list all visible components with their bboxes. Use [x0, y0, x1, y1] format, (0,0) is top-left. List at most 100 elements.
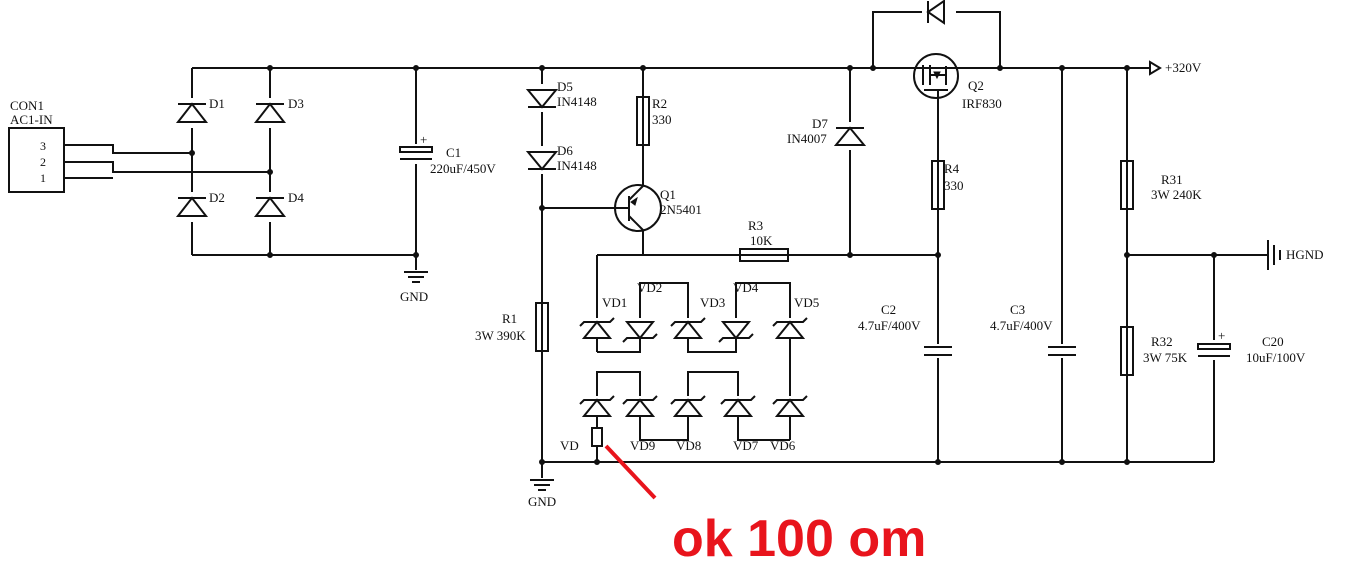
label-c20: C20 — [1262, 334, 1284, 349]
label-c3-value: 4.7uF/400V — [990, 318, 1053, 333]
label-vd6: VD6 — [770, 438, 796, 453]
label-r32-value: 3W 75K — [1143, 350, 1188, 365]
label-c3: C3 — [1010, 302, 1025, 317]
hgnd-symbol — [1267, 240, 1281, 270]
label-d3: D3 — [288, 96, 304, 111]
label-r2-value: 330 — [652, 112, 672, 127]
label-gnd1: GND — [400, 289, 428, 304]
label-r3-value: 10K — [750, 233, 773, 248]
resistor-r2 — [636, 96, 650, 146]
svg-text:+: + — [420, 132, 427, 147]
label-vd8: VD8 — [676, 438, 701, 453]
ground-symbol-1 — [404, 271, 428, 283]
diode-d5 — [525, 84, 559, 112]
label-c20-value: 10uF/100V — [1246, 350, 1306, 365]
zener-vd7 — [720, 395, 756, 417]
mosfet-q2 — [913, 53, 959, 100]
label-vd: VD — [560, 438, 579, 453]
resistor-vd — [591, 427, 603, 447]
svg-text:+: + — [1218, 328, 1225, 343]
wire-pin1 — [64, 161, 270, 173]
label-r2: R2 — [652, 96, 667, 111]
zener-vd3 — [670, 317, 706, 339]
label-vd4: VD4 — [733, 280, 759, 295]
label-r4: R4 — [944, 161, 960, 176]
label-pin2: 2 — [40, 155, 46, 169]
wire-zener-bottom — [596, 371, 790, 441]
zener-vd1 — [579, 317, 615, 339]
label-q2-value: IRF830 — [962, 96, 1002, 111]
label-d7: D7 — [812, 116, 828, 131]
label-vd3: VD3 — [700, 295, 725, 310]
annotation-pointer-line — [604, 444, 657, 500]
zener-vd4 — [718, 318, 754, 343]
label-d5: D5 — [557, 79, 573, 94]
label-vd1: VD1 — [602, 295, 627, 310]
resistor-r32 — [1120, 326, 1134, 376]
resistor-r31 — [1120, 160, 1134, 210]
capacitor-c3 — [1046, 344, 1078, 358]
label-d2: D2 — [209, 190, 225, 205]
label-r3: R3 — [748, 218, 763, 233]
resistor-r4 — [931, 160, 945, 210]
label-vd9: VD9 — [630, 438, 655, 453]
label-output-voltage: +320V — [1165, 60, 1202, 75]
label-q1: Q1 — [660, 187, 676, 202]
zener-vd9 — [622, 395, 658, 417]
label-vd7: VD7 — [733, 438, 759, 453]
diode-d7 — [833, 122, 867, 150]
label-d5-value: IN4148 — [557, 94, 597, 109]
connector-body — [8, 127, 65, 193]
label-c2-value: 4.7uF/400V — [858, 318, 921, 333]
label-r32: R32 — [1151, 334, 1173, 349]
label-con1: CON1 — [10, 98, 44, 113]
wire-pin3 — [64, 144, 192, 154]
label-d1: D1 — [209, 96, 225, 111]
diode-d3 — [253, 98, 287, 128]
capacitor-c1: + — [398, 132, 434, 164]
zener-vd6 — [772, 395, 808, 417]
diode-d2 — [175, 192, 209, 222]
label-gnd2: GND — [528, 494, 556, 509]
zener-vd5 — [772, 317, 808, 339]
label-d7-value: IN4007 — [787, 131, 827, 146]
label-c1-value: 220uF/450V — [430, 161, 496, 176]
resistor-r3 — [739, 248, 789, 262]
label-q1-value: 2N5401 — [660, 202, 702, 217]
label-d6: D6 — [557, 143, 573, 158]
transistor-q1 — [614, 184, 662, 232]
diode-q2-bypass — [922, 0, 956, 26]
label-r1-value: 3W 390K — [475, 328, 526, 343]
output-arrow-icon — [1127, 60, 1162, 76]
label-d4: D4 — [288, 190, 304, 205]
label-pin3: 3 — [40, 139, 46, 153]
label-vd2: VD2 — [637, 280, 662, 295]
capacitor-c20: + — [1196, 328, 1232, 360]
label-r31: R31 — [1161, 172, 1183, 187]
label-d6-value: IN4148 — [557, 158, 597, 173]
annotation-text: ok 100 om — [672, 510, 926, 568]
diode-d1 — [175, 98, 209, 128]
label-q2: Q2 — [968, 78, 984, 93]
label-ac1in: AC1-IN — [10, 112, 53, 127]
label-r1: R1 — [502, 311, 517, 326]
junctions — [189, 65, 1217, 465]
zener-vd-bottom-left — [579, 395, 615, 417]
label-pin1: 1 — [40, 171, 46, 185]
label-c2: C2 — [881, 302, 896, 317]
diode-d6 — [525, 146, 559, 174]
capacitor-c2 — [922, 344, 954, 358]
labels: CON1 AC1-IN 3 2 1 D1 D2 D3 D4 C1 220uF/4… — [10, 60, 1324, 509]
label-c1: C1 — [446, 145, 461, 160]
zener-vd8 — [670, 395, 706, 417]
resistor-r1 — [535, 302, 549, 352]
label-r4-value: 330 — [944, 178, 964, 193]
diode-d4 — [253, 192, 287, 222]
label-hgnd: HGND — [1286, 247, 1324, 262]
zener-vd2 — [622, 318, 658, 343]
label-r31-value: 3W 240K — [1151, 187, 1202, 202]
label-vd5: VD5 — [794, 295, 819, 310]
ground-symbol-2 — [530, 479, 554, 491]
